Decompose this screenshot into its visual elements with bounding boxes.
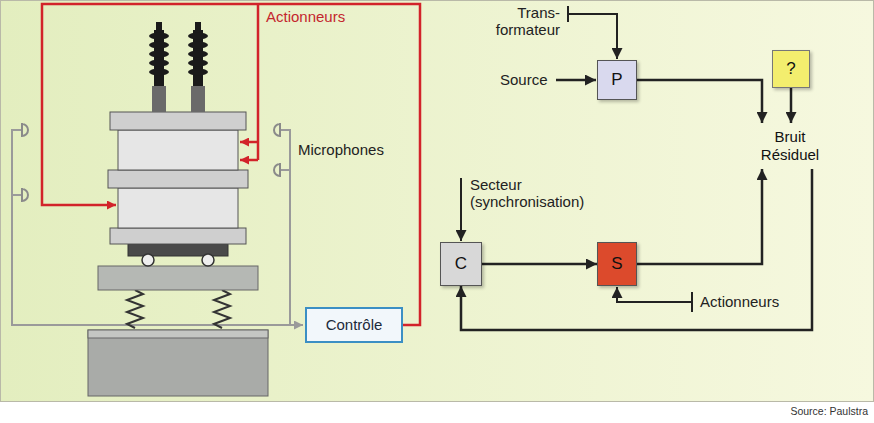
input-arrow [568,14,617,59]
bushing-disc [188,51,208,58]
signal-arrow [461,169,812,330]
transformer-flange [110,228,246,244]
signal-arrow [637,169,762,264]
wheel [202,254,214,266]
input-arrow [556,79,596,82]
ground-block-top [88,330,268,338]
label-text: Source [500,71,548,88]
node-text: C [455,254,467,274]
control-box: Contrôle [305,307,403,343]
microphone-wire [12,194,22,196]
actuator-arrow [240,159,258,162]
bushing-disc [149,51,169,58]
node-text: P [611,70,622,90]
transformer-section [118,130,238,170]
input-label: Actionneurs [700,293,779,310]
signal-arrow [482,263,597,266]
label-text: Source: Paulstra [790,405,868,417]
bushing-base [191,86,205,112]
input-label: Secteur (synchronisation) [470,176,605,211]
microphone-symbol [22,188,28,202]
microphone-wire [280,169,290,171]
bushing-disc [149,33,169,40]
bushing [149,22,169,112]
input-arrow [617,287,692,302]
bushing-disc [149,60,169,67]
bushing-disc [149,42,169,49]
transformer-flange [110,112,246,130]
microphone-wire [12,130,303,325]
node-text: Contrôle [326,316,383,334]
bushing-disc [188,42,208,49]
label-text: Actionneurs [266,8,345,25]
actuator-arrow [240,141,258,144]
transformer-flange [108,170,248,188]
process-box: P [597,60,637,100]
actuator-wire [42,4,420,325]
input-label: Trans- formateur [478,4,560,39]
controller-box: C [440,242,482,286]
signal-node: Bruit Résiduel [752,126,828,166]
bushing-disc [188,60,208,67]
signal-arrow [790,88,793,123]
bushing-disc [188,69,208,76]
spring-symbol [127,290,143,328]
microphone-label: Microphones [298,141,384,158]
microphone-symbol [274,163,280,177]
bushing-disc [149,69,169,76]
actuator-wire [257,4,260,160]
base-plate [98,266,258,290]
label-text: Trans- formateur [478,4,560,39]
unknown-box: ? [772,50,810,88]
background-panel [1,1,874,402]
microphone-wire [280,130,290,325]
node-text: ? [786,59,795,79]
bushing-base [152,86,166,112]
signal-arrow [637,80,762,123]
transformer-undercarriage [128,244,228,256]
input-arrow [460,178,462,241]
node-text: Bruit Résiduel [754,128,826,164]
microphone-symbol [22,123,28,137]
label-text: Secteur (synchronisation) [470,176,605,211]
label-text: Microphones [298,141,384,158]
ground-block [88,330,268,396]
source-credit: Source: Paulstra [790,405,868,417]
label-text: Actionneurs [700,293,779,310]
transformer-section [118,188,238,228]
system-box: S [597,242,637,286]
node-text: S [611,254,622,274]
bushing [188,22,208,112]
bushing-disc [188,33,208,40]
input-label: Source [500,71,548,88]
wheel [142,254,154,266]
microphone-symbol [274,123,280,137]
actuator-label: Actionneurs [266,8,345,25]
spring-symbol [214,290,230,328]
